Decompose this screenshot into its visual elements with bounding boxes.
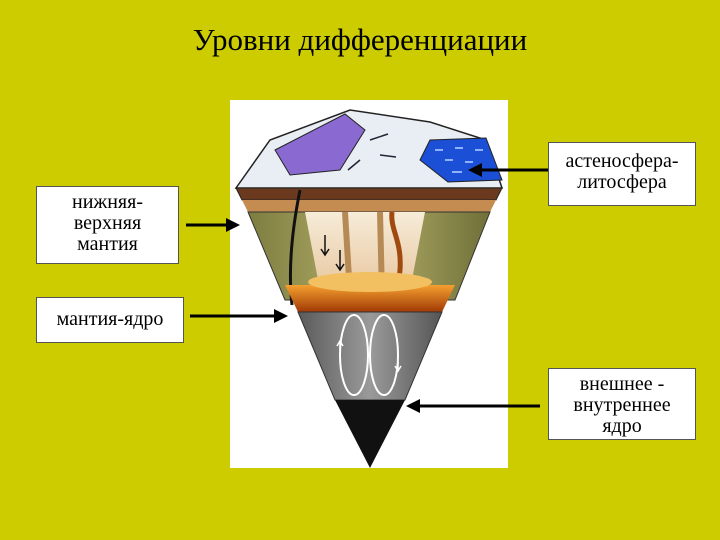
label-upper-lower-mantle: нижняя- верхняя мантия: [36, 186, 179, 264]
core-mantle-boundary: [285, 285, 455, 312]
earth-cross-section-panel: [230, 100, 508, 468]
label-mantle-core: мантия-ядро: [36, 297, 184, 343]
earth-wedge-illustration: [234, 109, 504, 468]
lithosphere-band: [235, 187, 503, 201]
label-outer-inner-core: внешнее - внутреннее ядро: [548, 368, 696, 440]
asthenosphere-band: [242, 200, 496, 212]
inner-core: [335, 400, 405, 468]
continent-purple: [274, 113, 366, 176]
label-astheno-litho: астеносфера- литосфера: [548, 142, 696, 206]
page-title: Уровни дифференциации: [192, 22, 528, 57]
